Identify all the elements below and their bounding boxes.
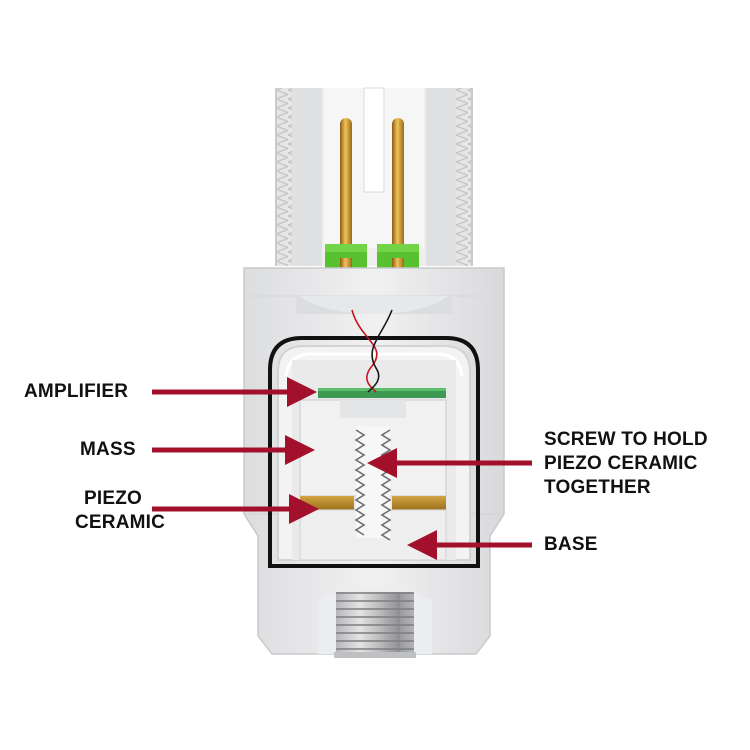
label-screw-line1: SCREW TO HOLD: [544, 429, 708, 450]
label-amplifier: AMPLIFIER: [24, 381, 129, 402]
lead-wires: [351, 309, 393, 393]
label-screw-line2: PIEZO CERAMIC: [544, 453, 698, 474]
label-screw: SCREW TO HOLD PIEZO CERAMIC TOGETHER: [544, 428, 708, 500]
label-base: BASE: [544, 534, 598, 555]
connector-body: [292, 87, 456, 266]
label-mass: MASS: [80, 439, 136, 460]
stud-thread: [336, 592, 414, 652]
label-piezo-line2: CERAMIC: [75, 512, 166, 533]
pin-right: [392, 118, 404, 280]
label-piezo-ceramic: PIEZO CERAMIC: [75, 487, 165, 535]
pin-left: [340, 118, 352, 280]
label-piezo-line1: PIEZO: [84, 488, 143, 509]
mounting-stud: [318, 588, 432, 658]
callout-arrows: [152, 377, 532, 560]
center-screw: [354, 426, 392, 541]
connector-thread: [275, 88, 473, 266]
amplifier-board: [318, 388, 446, 398]
label-screw-line3: TOGETHER: [544, 477, 651, 498]
